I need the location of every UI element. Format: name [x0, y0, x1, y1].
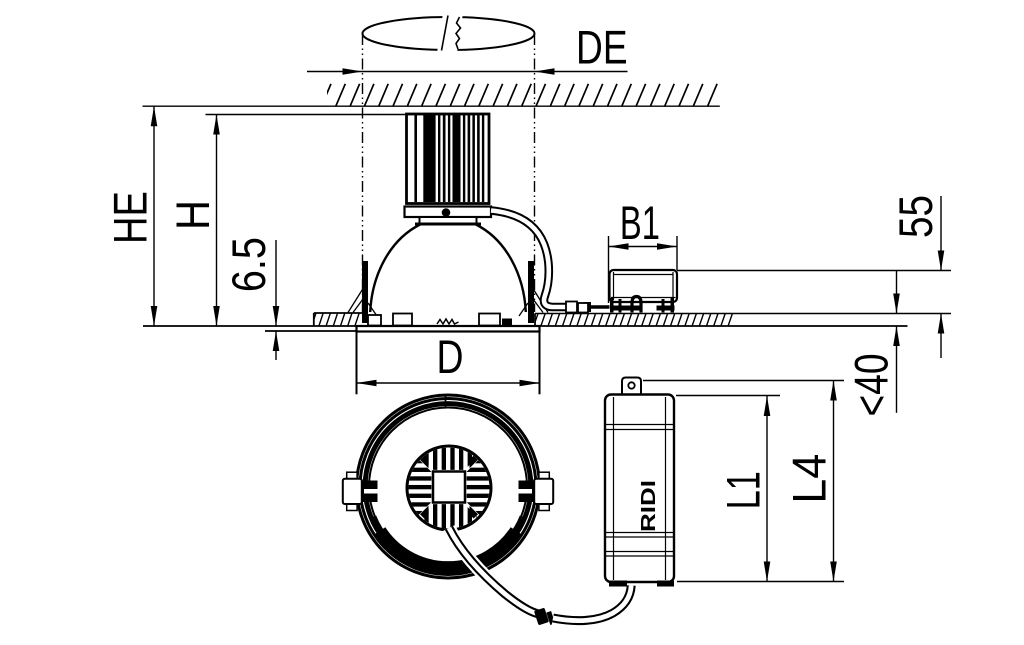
svg-text:RIDI: RIDI — [638, 480, 660, 532]
svg-text:DE: DE — [576, 20, 628, 73]
svg-text:6.5: 6.5 — [222, 237, 275, 292]
svg-text:B1: B1 — [620, 196, 660, 249]
svg-text:L1: L1 — [717, 471, 770, 509]
svg-text:<40: <40 — [845, 354, 898, 417]
svg-text:H: H — [166, 200, 219, 230]
svg-text:HE: HE — [104, 191, 157, 244]
svg-text:L4: L4 — [783, 454, 836, 504]
svg-text:D: D — [437, 330, 464, 383]
svg-text:55: 55 — [889, 195, 942, 238]
